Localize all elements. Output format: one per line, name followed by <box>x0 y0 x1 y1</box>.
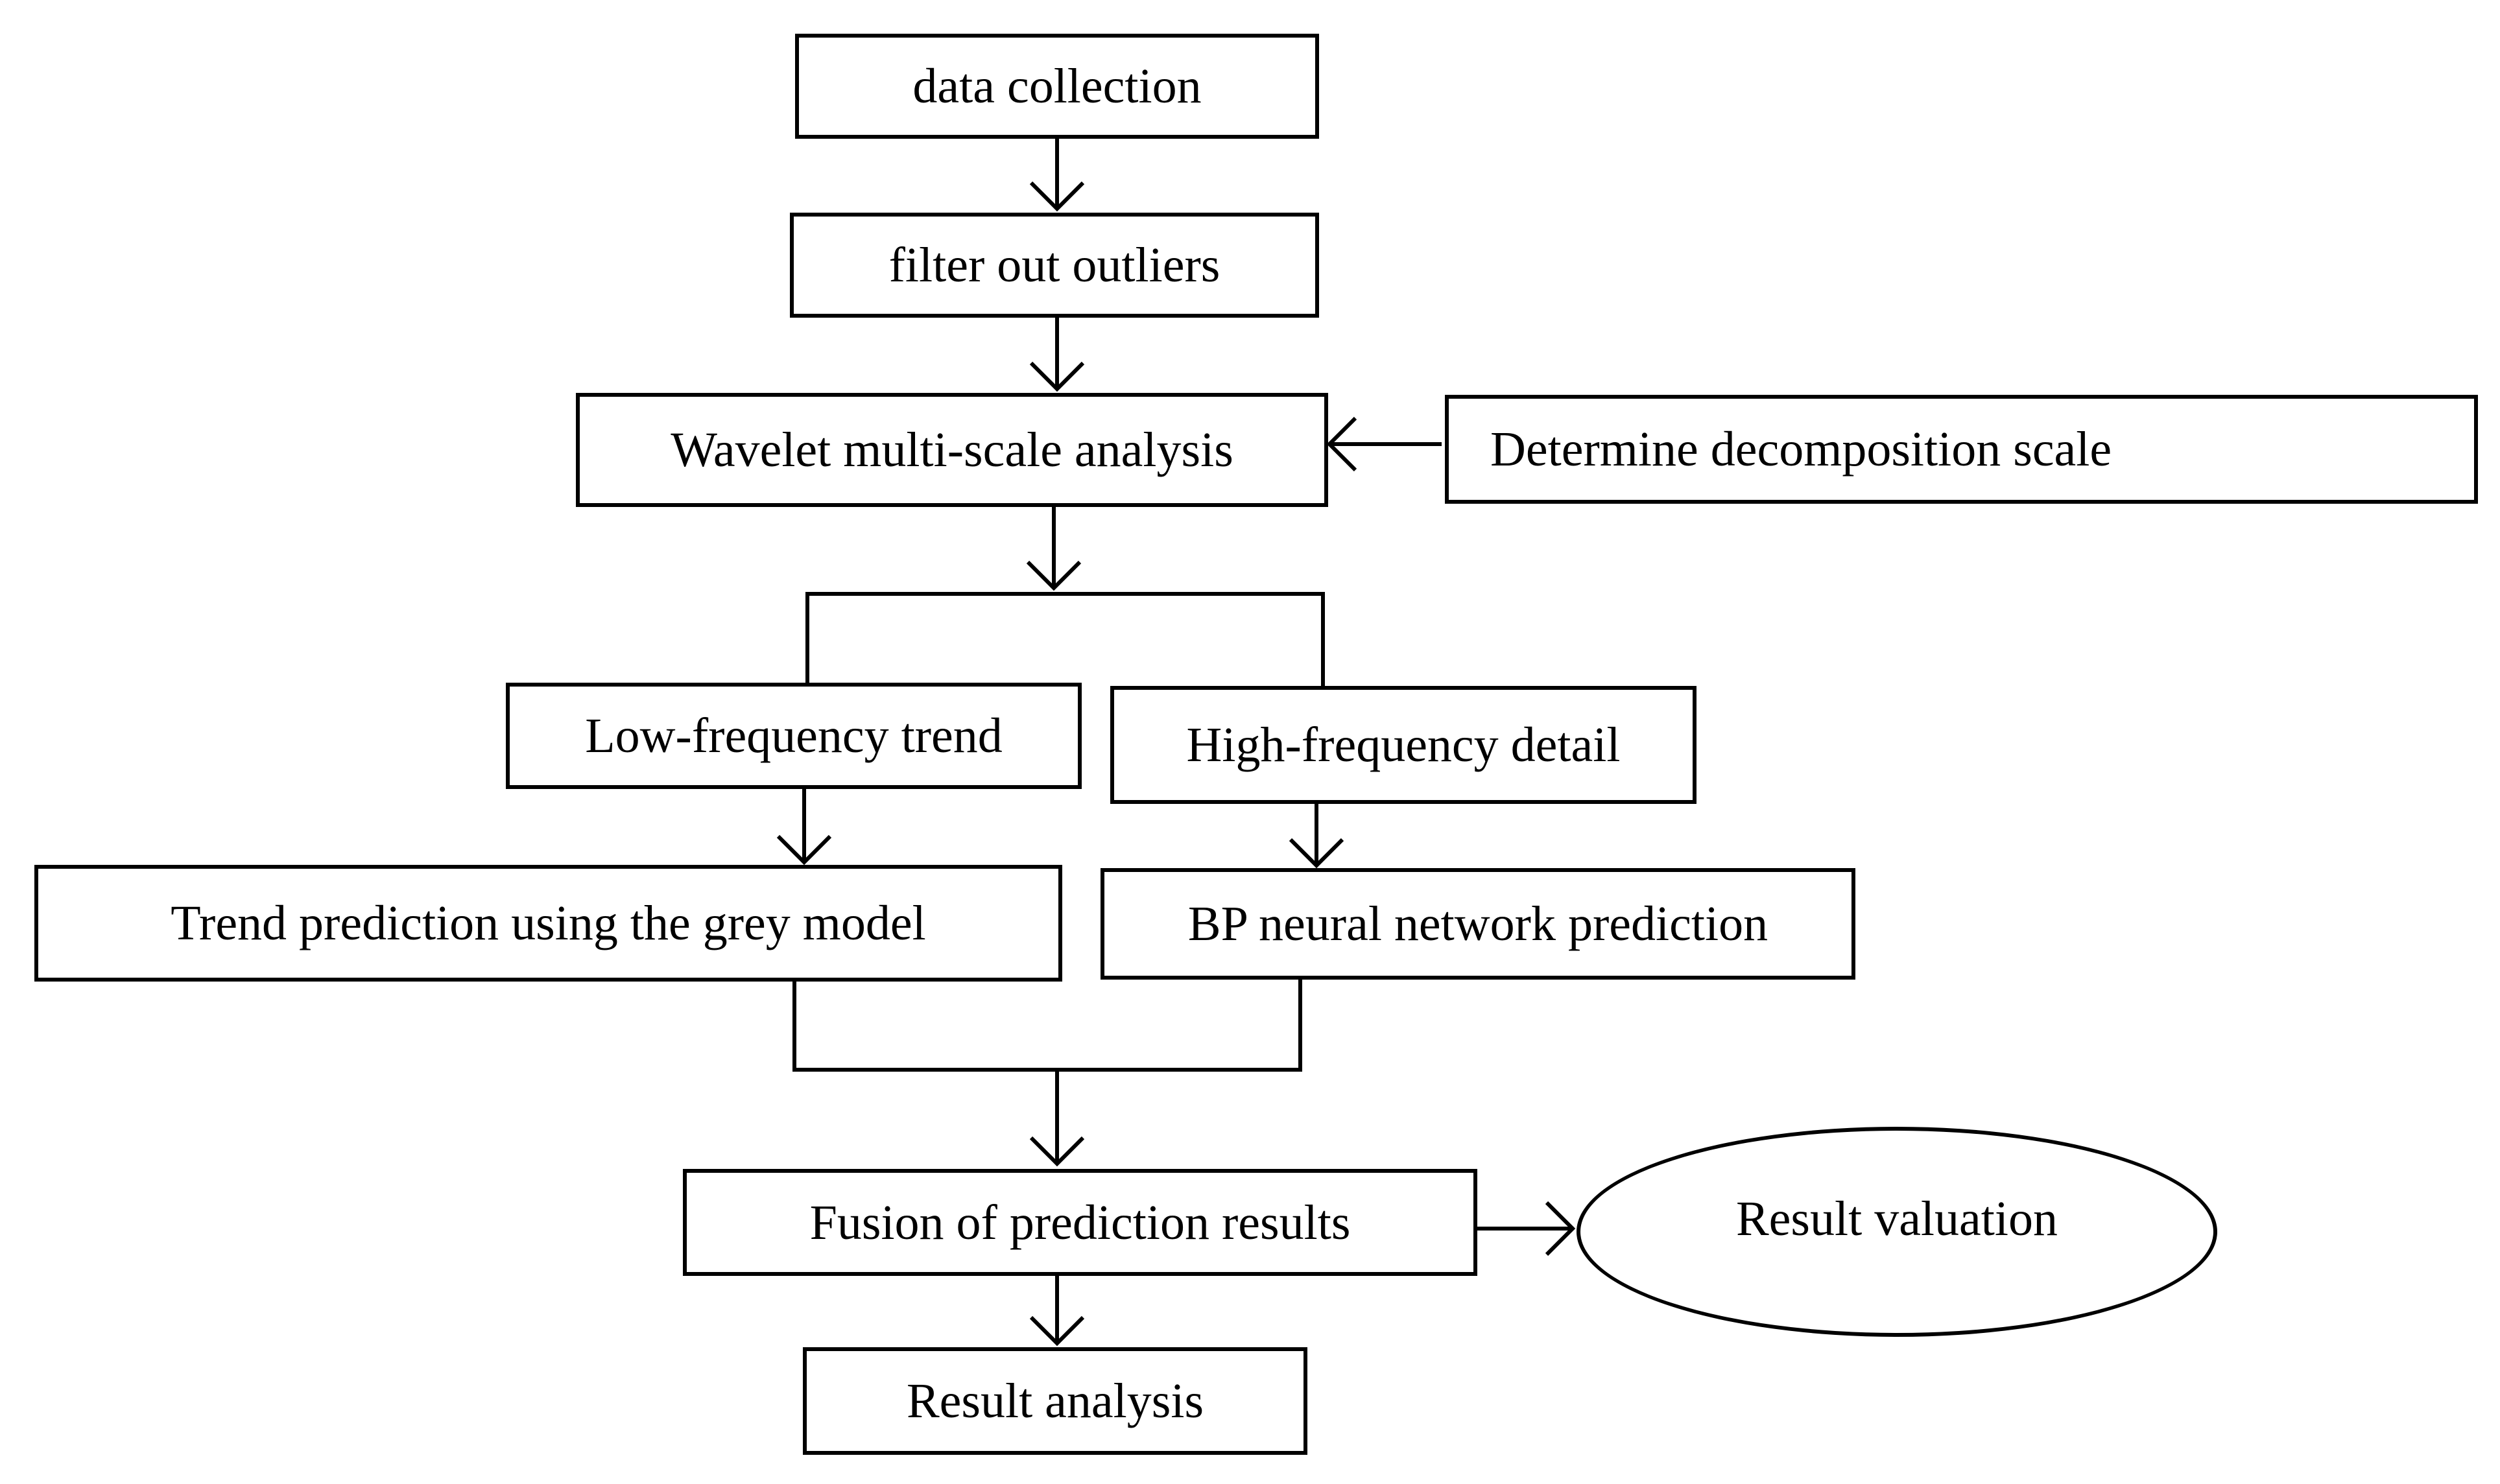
wavelet-analysis-box: Wavelet multi-scale analysis <box>576 393 1328 507</box>
grey-model-box: Trend prediction using the grey model <box>34 865 1062 982</box>
result-valuation-label: Result valuation <box>1735 1192 2058 1246</box>
filter-outliers-label: filter out outliers <box>888 238 1220 292</box>
edge-high-frequency-to-bp-network <box>1289 801 1344 869</box>
bp-network-label: BP neural network prediction <box>1187 897 1768 951</box>
result-analysis-label: Result analysis <box>906 1374 1204 1428</box>
merge-bracket <box>792 976 1302 1072</box>
filter-outliers-box: filter out outliers <box>790 213 1319 318</box>
edge-decomposition-to-wavelet <box>1326 416 1442 472</box>
split-bracket <box>805 592 1325 686</box>
bp-network-box: BP neural network prediction <box>1101 868 1855 980</box>
edge-low-frequency-to-grey-model <box>776 786 832 866</box>
data-collection-label: data collection <box>912 59 1202 113</box>
low-frequency-label: Low-frequency trend <box>585 709 1003 763</box>
grey-model-label: Trend prediction using the grey model <box>171 896 926 950</box>
high-frequency-box: High-frequency detail <box>1110 686 1696 804</box>
wavelet-analysis-label: Wavelet multi-scale analysis <box>671 423 1233 477</box>
low-frequency-box: Low-frequency trend <box>506 683 1082 789</box>
high-frequency-label: High-frequency detail <box>1186 718 1621 772</box>
decomposition-scale-label: Determine decomposition scale <box>1490 422 2112 477</box>
edge-fusion-to-result-valuation <box>1473 1201 1576 1256</box>
result-analysis-box: Result analysis <box>803 1347 1307 1455</box>
edge-filter-to-wavelet <box>1029 316 1085 392</box>
edge-wavelet-to-split <box>1026 499 1082 591</box>
fusion-label: Fusion of prediction results <box>809 1195 1351 1250</box>
edge-fusion-to-result-analysis <box>1029 1272 1085 1347</box>
fusion-box: Fusion of prediction results <box>683 1169 1477 1276</box>
data-collection-box: data collection <box>795 34 1319 139</box>
edge-merge-to-fusion <box>1029 1070 1085 1167</box>
decomposition-scale-box: Determine decomposition scale <box>1445 395 2478 504</box>
edge-data-collection-to-filter <box>1029 136 1085 212</box>
result-valuation-ellipse: Result valuation <box>1577 1127 2217 1337</box>
